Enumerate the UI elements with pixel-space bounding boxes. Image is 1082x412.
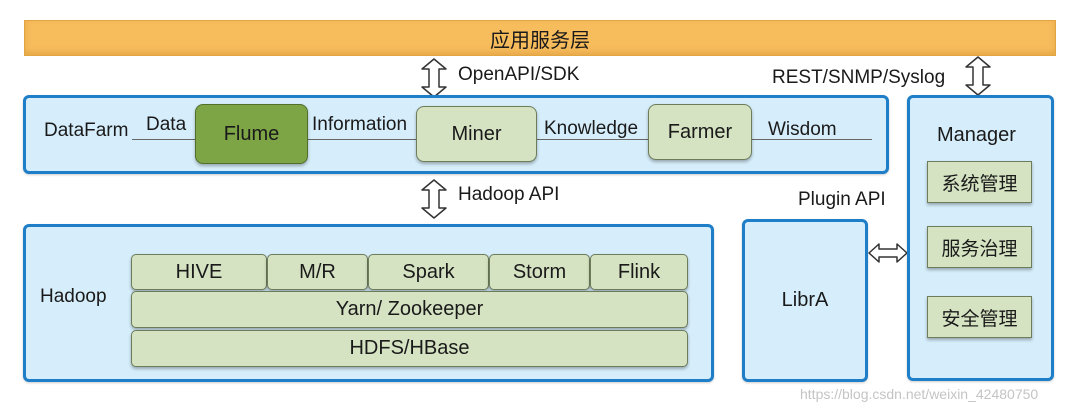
hadoop-api-double-arrow-icon — [421, 179, 447, 219]
storm-box: Storm — [489, 254, 590, 290]
storm-label: Storm — [512, 260, 567, 283]
farmer-label: Farmer — [667, 120, 733, 143]
system-management-box: 系统管理 — [927, 161, 1032, 203]
flink-label: Flink — [617, 260, 661, 283]
data-label: Data — [146, 114, 187, 135]
rest-double-arrow-icon — [965, 56, 991, 96]
spark-label: Spark — [402, 260, 455, 283]
app-service-layer-label: 应用服务层 — [490, 29, 590, 52]
hive-label: HIVE — [175, 260, 223, 283]
miner-label: Miner — [451, 122, 502, 145]
security-management-box: 安全管理 — [927, 296, 1032, 338]
hdfs-hbase-label: HDFS/HBase — [349, 337, 470, 359]
plugin-api-label: Plugin API — [798, 189, 886, 210]
plugin-api-double-arrow-icon — [868, 243, 908, 263]
hdfs-hbase-box: HDFS/HBase — [131, 330, 688, 367]
mapreduce-label: M/R — [299, 260, 336, 283]
hive-box: HIVE — [131, 254, 267, 290]
knowledge-label: Knowledge — [544, 118, 639, 139]
hadoop-api-label: Hadoop API — [458, 184, 560, 205]
wisdom-label: Wisdom — [768, 119, 837, 140]
mapreduce-box: M/R — [267, 254, 368, 290]
app-service-layer: 应用服务层 — [24, 20, 1056, 56]
libra-label: LibrA — [781, 289, 829, 311]
flink-box: Flink — [590, 254, 688, 290]
libra-panel: LibrA — [742, 219, 868, 382]
watermark: https://blog.csdn.net/weixin_42480750 — [800, 386, 1039, 402]
yarn-zookeeper-label: Yarn/ Zookeeper — [335, 298, 484, 320]
rest-snmp-syslog-label: REST/SNMP/Syslog — [772, 67, 946, 88]
flume-label: Flume — [223, 122, 280, 145]
yarn-zookeeper-box: Yarn/ Zookeeper — [131, 291, 688, 328]
service-governance-label: 服务治理 — [941, 238, 1018, 260]
openapi-double-arrow-icon — [421, 58, 447, 98]
openapi-sdk-label: OpenAPI/SDK — [458, 64, 580, 85]
information-label: Information — [312, 114, 408, 135]
datafarm-title: DataFarm — [44, 120, 129, 141]
flume-node: Flume — [195, 104, 308, 164]
spark-box: Spark — [368, 254, 489, 290]
hadoop-title: Hadoop — [40, 286, 107, 307]
security-management-label: 安全管理 — [941, 308, 1018, 330]
farmer-node: Farmer — [648, 104, 752, 160]
service-governance-box: 服务治理 — [927, 226, 1032, 268]
manager-title: Manager — [937, 124, 1016, 146]
miner-node: Miner — [416, 106, 537, 162]
system-management-label: 系统管理 — [941, 173, 1018, 195]
